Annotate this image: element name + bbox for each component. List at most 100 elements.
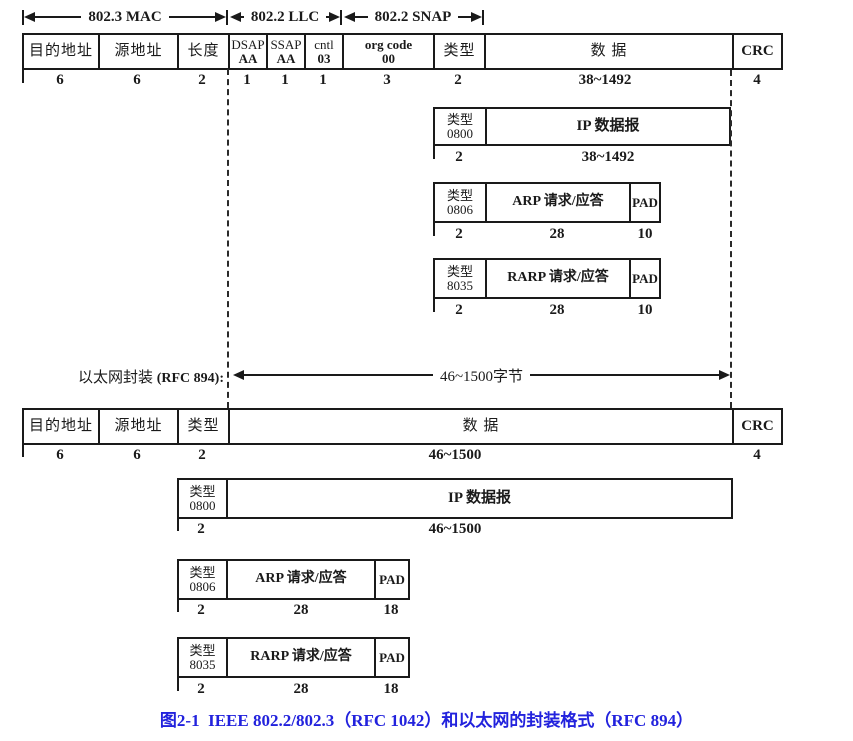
- field-size-label: 28: [549, 302, 565, 318]
- field-size-label: 46~1500: [428, 447, 482, 463]
- field-value: 0806: [189, 578, 216, 594]
- field-type-0800: 类型 0800: [435, 109, 485, 144]
- arrow-endbar: [340, 9, 342, 25]
- field-data: 数 据: [484, 35, 732, 68]
- dashed-guide-left: [227, 69, 229, 408]
- field-value: 03: [317, 50, 331, 66]
- field-ssap: SSAP AA: [266, 35, 304, 68]
- field-label: CRC: [741, 42, 774, 59]
- arrowhead-right-icon: [719, 370, 730, 380]
- field-src-address: 源地址: [98, 35, 177, 68]
- ethernet-rarp-row: 类型 8035 RARP 请求/应答 PAD: [177, 637, 410, 678]
- arrow-line: [35, 16, 82, 18]
- field-value: 8035: [189, 656, 216, 672]
- field-label: ARP 请求/应答: [512, 194, 604, 210]
- field-size-label: 10: [637, 226, 653, 242]
- field-crc: CRC: [732, 410, 781, 443]
- field-value: 00: [382, 50, 395, 66]
- field-label: PAD: [632, 270, 658, 286]
- payload-rarp: RARP 请求/应答: [485, 260, 629, 297]
- field-size-label: 2: [455, 226, 463, 242]
- field-size-label: 2: [197, 602, 205, 618]
- field-label: SSAP: [270, 36, 302, 52]
- field-label: 类型: [187, 417, 220, 434]
- field-type-0800: 类型 0800: [179, 480, 226, 517]
- ieee-ip-row: 类型 0800 IP 数据报: [433, 107, 731, 146]
- ieee-rarp-row: 类型 8035 RARP 请求/应答 PAD: [433, 258, 661, 299]
- arrow-endbar: [22, 9, 24, 25]
- field-label: RARP 请求/应答: [507, 270, 609, 286]
- field-size-label: 2: [197, 521, 205, 537]
- field-type: 类型: [433, 35, 484, 68]
- arrow-line: [326, 16, 329, 18]
- field-label: 长度: [187, 42, 220, 59]
- field-size-label: 1: [319, 72, 327, 88]
- ethernet-frame-row: 目的地址 源地址 类型 数 据 CRC: [22, 408, 783, 445]
- field-label: 类型: [189, 642, 216, 658]
- arrowhead-right-icon: [329, 12, 340, 22]
- field-value: 0800: [447, 125, 473, 141]
- field-size-label: 3: [383, 72, 391, 88]
- arrow-line: [458, 16, 472, 18]
- field-size-label: 2: [454, 72, 462, 88]
- field-dest-address: 目的地址: [24, 410, 98, 443]
- field-label: 目的地址: [28, 42, 93, 59]
- span-arrow-8022-snap: 802.2 SNAP: [344, 8, 485, 26]
- field-label: 类型: [189, 483, 216, 499]
- tick-mark: [433, 146, 435, 159]
- ethernet-encapsulation-label: 以太网封装 (RFC 894):: [40, 366, 224, 387]
- field-size-label: 38~1492: [581, 149, 635, 165]
- field-label: DSAP: [231, 36, 265, 52]
- field-label: 数 据: [462, 417, 500, 434]
- field-size-label: 2: [197, 681, 205, 697]
- field-length: 长度: [177, 35, 228, 68]
- field-size-label: 46~1500: [428, 521, 482, 537]
- arrow-endbar: [482, 9, 485, 25]
- field-size-label: 6: [56, 447, 64, 463]
- field-label: 类型: [443, 42, 476, 59]
- field-label: RARP 请求/应答: [250, 649, 352, 665]
- field-label: 类型: [446, 263, 473, 279]
- arrowhead-left-icon: [344, 12, 355, 22]
- field-type-0806: 类型 0806: [435, 184, 485, 221]
- field-src-address: 源地址: [98, 410, 177, 443]
- span-arrow-8023-mac: 802.3 MAC: [22, 8, 229, 26]
- tick-mark: [22, 444, 24, 457]
- field-label: 数 据: [590, 42, 628, 59]
- field-size-label: 28: [293, 681, 309, 697]
- field-label: PAD: [632, 194, 658, 210]
- tick-mark: [433, 223, 435, 236]
- field-value: 0806: [447, 201, 473, 217]
- field-value: AA: [238, 50, 258, 66]
- ieee-arp-row: 类型 0806 ARP 请求/应答 PAD: [433, 182, 661, 223]
- field-data: 数 据: [228, 410, 732, 443]
- field-label: ARP 请求/应答: [255, 571, 347, 587]
- ethernet-label-text: 以太网封装: [77, 370, 157, 386]
- tick-mark: [433, 299, 435, 312]
- arrowhead-left-icon: [233, 370, 244, 380]
- ethernet-ip-row: 类型 0800 IP 数据报: [177, 478, 733, 519]
- arrow-line: [241, 16, 244, 18]
- field-label: 类型: [446, 111, 473, 127]
- field-cntl: cntl 03: [304, 35, 342, 68]
- arrowhead-left-icon: [230, 12, 241, 22]
- span-label-8022-snap: 802.2 SNAP: [374, 8, 452, 25]
- span-arrow-8022-llc: 802.2 LLC: [230, 8, 342, 26]
- dashed-guide-right: [730, 70, 732, 408]
- tick-mark: [22, 70, 24, 83]
- field-pad: PAD: [374, 561, 408, 598]
- field-type-0806: 类型 0806: [179, 561, 226, 598]
- field-org-code: org code 00: [342, 35, 433, 68]
- tick-mark: [177, 518, 179, 531]
- payload-ip-datagram: IP 数据报: [485, 109, 729, 144]
- field-size-label: 10: [637, 302, 653, 318]
- payload-arp: ARP 请求/应答: [485, 184, 629, 221]
- field-size-label: 6: [133, 72, 141, 88]
- field-value: 0800: [189, 497, 216, 513]
- field-label: 类型: [189, 564, 216, 580]
- field-size-label: 2: [455, 149, 463, 165]
- payload-ip-datagram: IP 数据报: [226, 480, 731, 517]
- field-pad: PAD: [374, 639, 408, 676]
- field-size-label: 18: [383, 602, 399, 618]
- field-label: org code: [364, 36, 413, 52]
